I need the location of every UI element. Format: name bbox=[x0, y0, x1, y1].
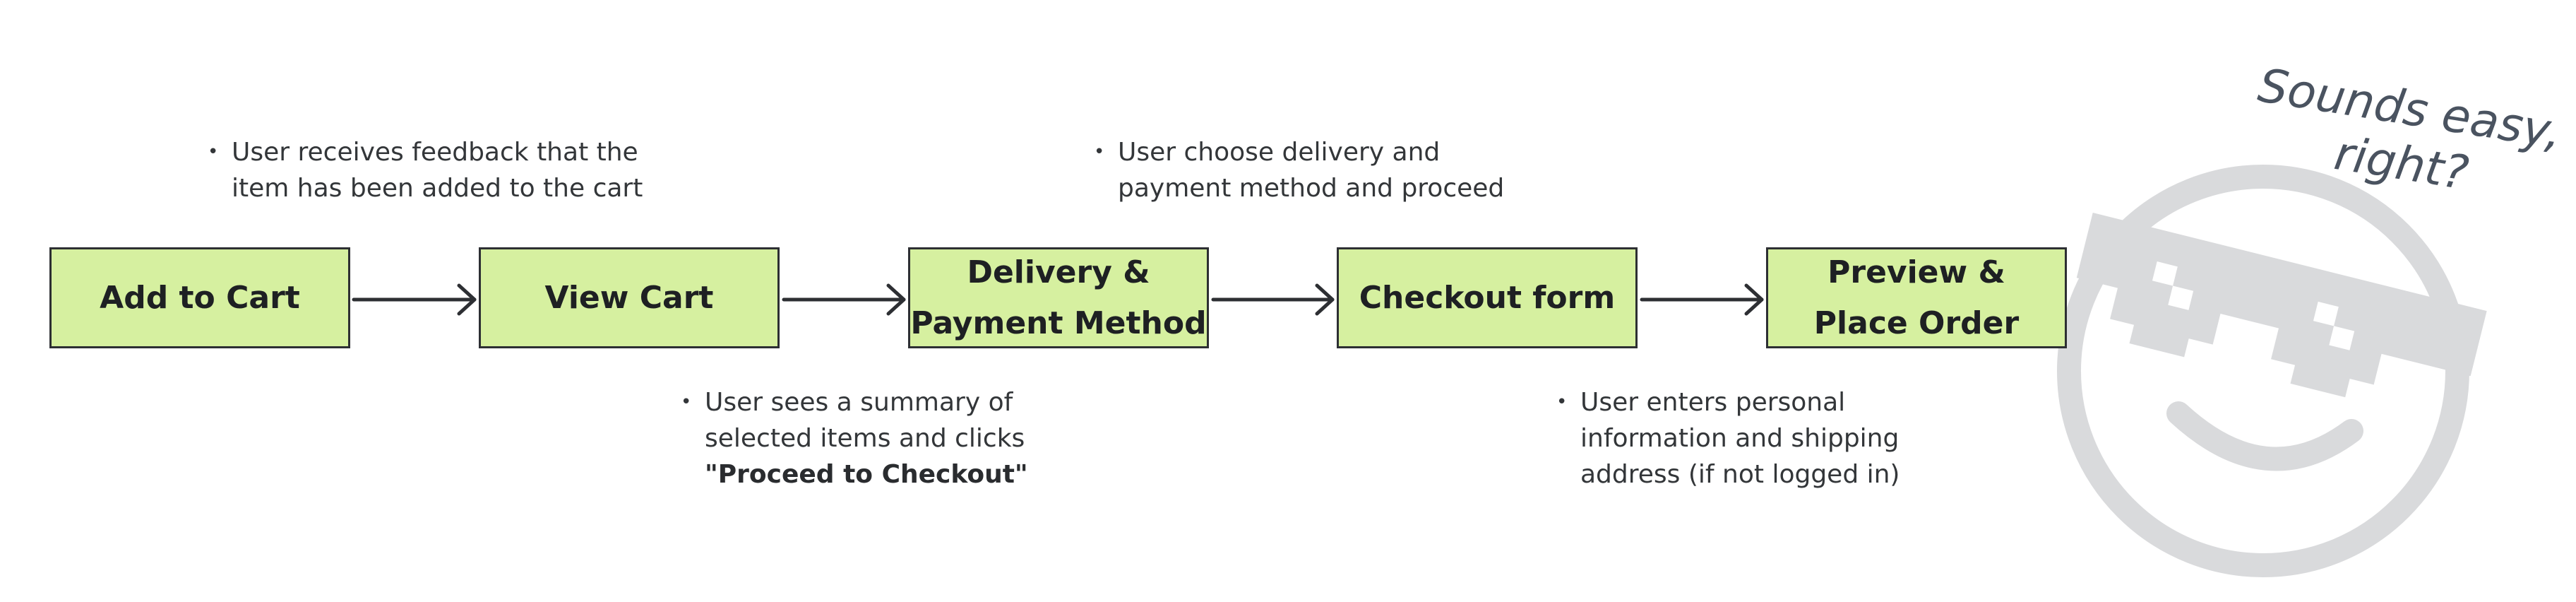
step-label-line-1: Delivery & bbox=[967, 254, 1150, 290]
arrow-right-icon bbox=[1640, 283, 1764, 316]
note-line: User choose delivery and bbox=[1118, 138, 1441, 167]
arrow-right-icon bbox=[352, 283, 477, 316]
note-line: item has been added to the cart bbox=[232, 174, 643, 203]
bullet: • bbox=[1094, 141, 1105, 163]
note-line: address (if not logged in) bbox=[1580, 460, 1900, 489]
step-checkout-form: Checkout form bbox=[1337, 247, 1638, 348]
arrow-right-icon bbox=[782, 283, 906, 316]
bullet: • bbox=[1556, 391, 1568, 413]
step-label: View Cart bbox=[544, 279, 714, 316]
step-preview-place-order: Preview & Place Order bbox=[1766, 247, 2067, 348]
step-view-cart: View Cart bbox=[479, 247, 780, 348]
step-label-line-1: Preview & bbox=[1827, 254, 2005, 290]
step-label: Add to Cart bbox=[100, 279, 300, 316]
note-delivery: • User choose delivery and payment metho… bbox=[1094, 134, 1505, 206]
note-line: User sees a summary of bbox=[705, 388, 1013, 417]
note-line: User receives feedback that the bbox=[232, 138, 638, 167]
note-checkout: • User enters personal information and s… bbox=[1556, 384, 1900, 492]
note-emphasis: "Proceed to Checkout" bbox=[705, 460, 1028, 489]
step-label: Checkout form bbox=[1359, 279, 1616, 316]
arrow-right-icon bbox=[1211, 283, 1335, 316]
note-line: User enters personal bbox=[1580, 388, 1846, 417]
note-line: information and shipping bbox=[1580, 424, 1900, 453]
bullet: • bbox=[681, 391, 692, 413]
note-line: payment method and proceed bbox=[1118, 174, 1505, 203]
step-label-line-2: Place Order bbox=[1813, 305, 2020, 341]
note-add-to-cart: • User receives feedback that the item h… bbox=[208, 134, 643, 206]
note-view-cart: • User sees a summary of selected items … bbox=[681, 384, 1028, 492]
step-label-line-2: Payment Method bbox=[910, 305, 1207, 341]
bullet: • bbox=[208, 141, 219, 163]
note-line: selected items and clicks bbox=[705, 424, 1025, 453]
step-add-to-cart: Add to Cart bbox=[49, 247, 350, 348]
step-delivery-payment: Delivery & Payment Method bbox=[908, 247, 1209, 348]
